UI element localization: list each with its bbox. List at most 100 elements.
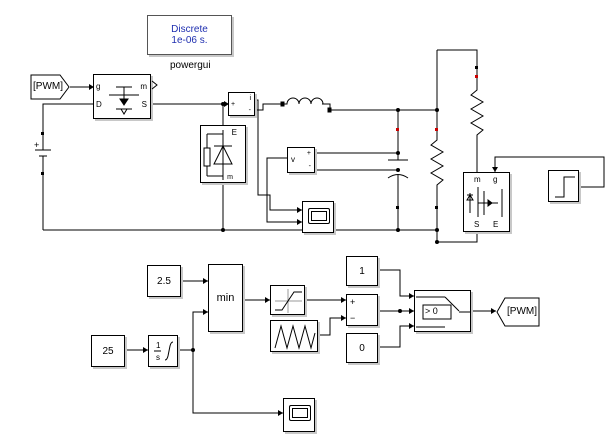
igbt-port-g: g xyxy=(96,82,101,91)
integrator-denominator: s xyxy=(156,353,160,362)
diode-block[interactable]: m E xyxy=(200,125,246,183)
vs-port-v: v xyxy=(291,155,295,164)
wire-tri-to-sum xyxy=(318,317,346,336)
mosfet-port-m: m xyxy=(474,175,481,184)
constant-1-block[interactable]: 1 xyxy=(346,256,378,286)
wire-0-to-switch xyxy=(378,325,414,348)
wire-step-to-gate xyxy=(494,156,605,188)
mosfet-block[interactable]: m g S E xyxy=(463,172,510,232)
arrow-sum-in1 xyxy=(341,297,346,303)
goto-tag-label[interactable]: [PWM] xyxy=(507,306,537,317)
junction xyxy=(398,309,402,313)
integrator-numerator: 1 xyxy=(156,341,161,350)
cs-port-minus: - xyxy=(248,107,251,114)
saturation-icon xyxy=(275,289,302,313)
cs-port-plus: + xyxy=(231,101,236,108)
igbt-block[interactable]: g m D S xyxy=(93,74,151,119)
arrow-goto-in xyxy=(491,308,496,314)
switch-block[interactable]: > 0 xyxy=(414,290,471,332)
step-icon xyxy=(555,176,575,198)
junction xyxy=(435,108,439,112)
scope-1[interactable] xyxy=(302,201,334,233)
mosfet-port-g: g xyxy=(493,175,498,184)
arrow-scope-in1 xyxy=(297,207,302,213)
diode-port-m: m xyxy=(227,174,233,181)
mosfet-port-S: S xyxy=(474,220,480,229)
integrator-block[interactable]: 1 s xyxy=(148,335,178,367)
arrow-min-in1 xyxy=(203,278,208,284)
arrow-sw-in3 xyxy=(409,323,414,329)
igbt-port-m: m xyxy=(140,82,147,91)
triangle-generator-block[interactable] xyxy=(270,320,318,352)
min-block[interactable]: min xyxy=(208,264,243,332)
cs-port-i: i xyxy=(249,95,251,102)
goto-tag-shape xyxy=(496,297,540,327)
powergui-mode: Discrete xyxy=(171,24,208,35)
arrow-int-in xyxy=(143,347,148,353)
resistor-drain xyxy=(470,66,484,140)
junction xyxy=(396,151,400,155)
switch-threshold-label: > 0 xyxy=(425,306,438,316)
powergui-sample-time: 1e-06 s. xyxy=(171,35,208,46)
junction xyxy=(396,228,400,232)
wire-top-to-res2 xyxy=(437,49,478,75)
sum-block[interactable]: + − xyxy=(346,294,378,326)
step-block[interactable] xyxy=(548,170,579,202)
wire-v-out-to-scope xyxy=(266,157,302,223)
junction xyxy=(221,228,225,232)
junction xyxy=(435,240,439,244)
voltage-sensor-block[interactable]: v + - xyxy=(287,147,315,173)
diode-port-E: E xyxy=(231,128,237,137)
from-tag-label[interactable]: [PWM] xyxy=(33,81,63,92)
junction xyxy=(396,108,400,112)
wire-igbt-D-to-battery xyxy=(42,103,94,135)
mosfet-icon xyxy=(466,187,503,217)
wire-int-to-scope xyxy=(192,350,283,414)
arrow-sum-in2 xyxy=(341,315,346,321)
constant-25-value: 25 xyxy=(102,345,114,357)
sum-sign-plus: + xyxy=(350,297,356,307)
arrow-sw-in2 xyxy=(409,308,414,314)
scope-2[interactable] xyxy=(283,398,315,432)
igbt-icon xyxy=(109,86,139,115)
arrow-igbt-g xyxy=(89,84,94,90)
junction xyxy=(396,168,400,172)
powergui-block[interactable]: Discrete 1e-06 s. xyxy=(147,15,232,55)
constant-0-block[interactable]: 0 xyxy=(346,333,378,363)
junction xyxy=(221,102,225,106)
battery xyxy=(35,132,51,175)
sum-sign-minus: − xyxy=(350,313,356,323)
wire-int-to-min xyxy=(178,311,208,351)
saturation-block[interactable] xyxy=(270,285,305,315)
constant-1-value: 1 xyxy=(359,265,365,277)
switch-icon xyxy=(416,296,471,328)
current-sensor-block[interactable]: + i - xyxy=(228,92,255,116)
arrow-scope-in2 xyxy=(297,219,302,225)
igbt-port-S: S xyxy=(141,100,147,109)
from-tag-shape xyxy=(30,74,70,100)
wire-mosfet-ground xyxy=(436,232,478,243)
arrow-sw-in1 xyxy=(409,293,414,299)
junction xyxy=(191,348,195,352)
capacitor xyxy=(387,128,409,209)
igbt-port-D: D xyxy=(96,100,102,109)
vs-port-plus: + xyxy=(306,150,311,157)
constant-25-block[interactable]: 25 xyxy=(91,335,125,367)
arrow-gate xyxy=(492,167,498,172)
resistor-load xyxy=(430,125,444,209)
mosfet-port-E: E xyxy=(493,220,499,229)
constant-0-value: 0 xyxy=(359,342,365,354)
arrow-sensor-in xyxy=(224,101,229,107)
diode-icon xyxy=(203,130,233,180)
min-label: min xyxy=(216,292,235,304)
constant-2-5-value: 2.5 xyxy=(157,275,171,287)
triangle-wave-icon xyxy=(274,324,316,350)
wire-1-to-switch xyxy=(378,269,414,297)
powergui-label: powergui xyxy=(170,60,211,71)
scope-1-screen-icon xyxy=(308,208,330,224)
inductor xyxy=(280,97,332,113)
arrow-min-in2 xyxy=(203,309,208,315)
vs-port-minus: - xyxy=(308,163,311,170)
constant-2-5-block[interactable]: 2.5 xyxy=(147,265,181,297)
igbt-m-output-arrow xyxy=(151,80,158,90)
